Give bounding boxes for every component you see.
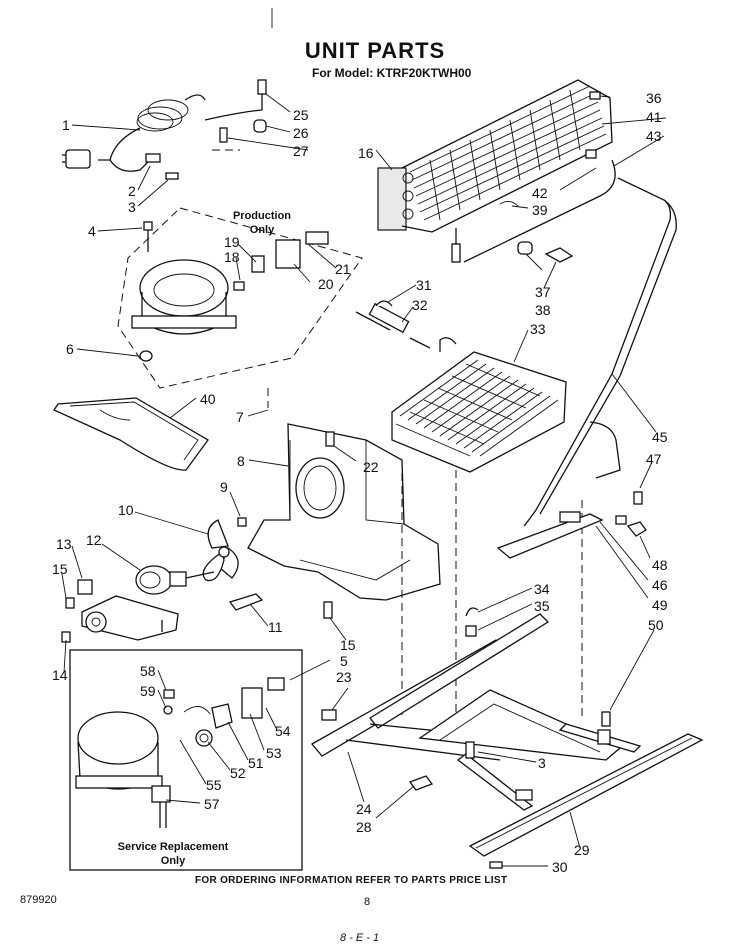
fan-blade-part bbox=[202, 517, 247, 582]
callout-4: 4 bbox=[88, 223, 96, 239]
callout-30: 30 bbox=[552, 859, 568, 875]
callout-48: 48 bbox=[652, 557, 668, 573]
callout-2: 2 bbox=[128, 183, 136, 199]
callout-31: 31 bbox=[416, 277, 432, 293]
callout-13: 13 bbox=[56, 536, 72, 552]
callout-24: 24 bbox=[356, 801, 372, 817]
callout-55: 55 bbox=[206, 777, 222, 793]
callout-38: 38 bbox=[535, 302, 551, 318]
page-title: UNIT PARTS bbox=[304, 38, 446, 63]
bracket-46-49 bbox=[496, 491, 647, 559]
service-replacement-note: Service Replacement Only bbox=[117, 841, 229, 867]
callout-57: 57 bbox=[204, 796, 220, 812]
callout-37: 37 bbox=[535, 284, 551, 300]
page-id: 8 - E - 1 bbox=[340, 932, 380, 944]
callout-5: 5 bbox=[340, 653, 348, 669]
callout-45: 45 bbox=[652, 429, 668, 445]
callout-33: 33 bbox=[530, 321, 546, 337]
callout-32: 32 bbox=[412, 297, 428, 313]
fan-motor-part bbox=[61, 565, 215, 643]
front-rail-part bbox=[468, 733, 704, 869]
compressor-platform bbox=[117, 207, 363, 389]
callout-21: 21 bbox=[335, 261, 351, 277]
callout-53: 53 bbox=[266, 745, 282, 761]
callout-23: 23 bbox=[336, 669, 352, 685]
callout-36: 36 bbox=[646, 90, 662, 106]
callout-59: 59 bbox=[140, 683, 156, 699]
callout-47: 47 bbox=[646, 451, 662, 467]
leader-lines bbox=[61, 93, 667, 867]
callout-3: 3 bbox=[128, 199, 136, 215]
callout-22: 22 bbox=[363, 459, 379, 475]
callout-52: 52 bbox=[230, 765, 246, 781]
callout-12: 12 bbox=[86, 532, 102, 548]
callout-7: 7 bbox=[236, 409, 244, 425]
service-replacement-box bbox=[69, 649, 303, 871]
callout-27: 27 bbox=[293, 143, 309, 159]
callout-39: 39 bbox=[532, 202, 548, 218]
callout-50: 50 bbox=[648, 617, 664, 633]
callout-19: 19 bbox=[224, 234, 240, 250]
page-number: 8 bbox=[364, 896, 371, 908]
callout-8: 8 bbox=[237, 453, 245, 469]
callout-25: 25 bbox=[293, 107, 309, 123]
callout-15: 15 bbox=[52, 561, 68, 577]
fan-shroud-part bbox=[247, 388, 457, 720]
catalog-number: 879920 bbox=[20, 894, 57, 906]
callout-51: 51 bbox=[248, 755, 264, 771]
ordering-info: FOR ORDERING INFORMATION REFER TO PARTS … bbox=[195, 875, 508, 886]
tubing-45 bbox=[523, 177, 677, 527]
model-line: For Model: KTRF20KTWH00 bbox=[312, 66, 472, 80]
condenser-part bbox=[377, 79, 616, 263]
screws-misc bbox=[323, 601, 611, 759]
production-only-note: Production Only bbox=[232, 210, 292, 236]
callout-6: 6 bbox=[66, 341, 74, 357]
callout-41: 41 bbox=[646, 109, 662, 125]
evaporator-part bbox=[355, 300, 567, 473]
bracket-11 bbox=[228, 593, 264, 611]
callout-58: 58 bbox=[140, 663, 156, 679]
power-cord-part bbox=[62, 94, 206, 180]
callout-10: 10 bbox=[118, 502, 134, 518]
callout-18: 18 bbox=[224, 249, 240, 265]
callout-26: 26 bbox=[293, 125, 309, 141]
drain-pan-part bbox=[53, 397, 209, 471]
callout-34: 34 bbox=[534, 581, 550, 597]
callout-1: 1 bbox=[62, 117, 70, 133]
callout-54: 54 bbox=[275, 723, 291, 739]
callout-49: 49 bbox=[652, 597, 668, 613]
callout-43: 43 bbox=[646, 128, 662, 144]
callout-28: 28 bbox=[356, 819, 372, 835]
callout-15-lower: 15 bbox=[340, 637, 356, 653]
callout-11: 11 bbox=[268, 619, 283, 635]
service-compressor-part bbox=[75, 677, 285, 828]
callout-3-lower: 3 bbox=[538, 755, 546, 771]
callout-14: 14 bbox=[52, 667, 68, 683]
callout-9: 9 bbox=[220, 479, 228, 495]
callout-42: 42 bbox=[532, 185, 548, 201]
callout-40: 40 bbox=[200, 391, 216, 407]
callout-20: 20 bbox=[318, 276, 334, 292]
callout-35: 35 bbox=[534, 598, 550, 614]
callout-46: 46 bbox=[652, 577, 668, 593]
callout-16: 16 bbox=[358, 145, 374, 161]
callout-29: 29 bbox=[574, 842, 590, 858]
